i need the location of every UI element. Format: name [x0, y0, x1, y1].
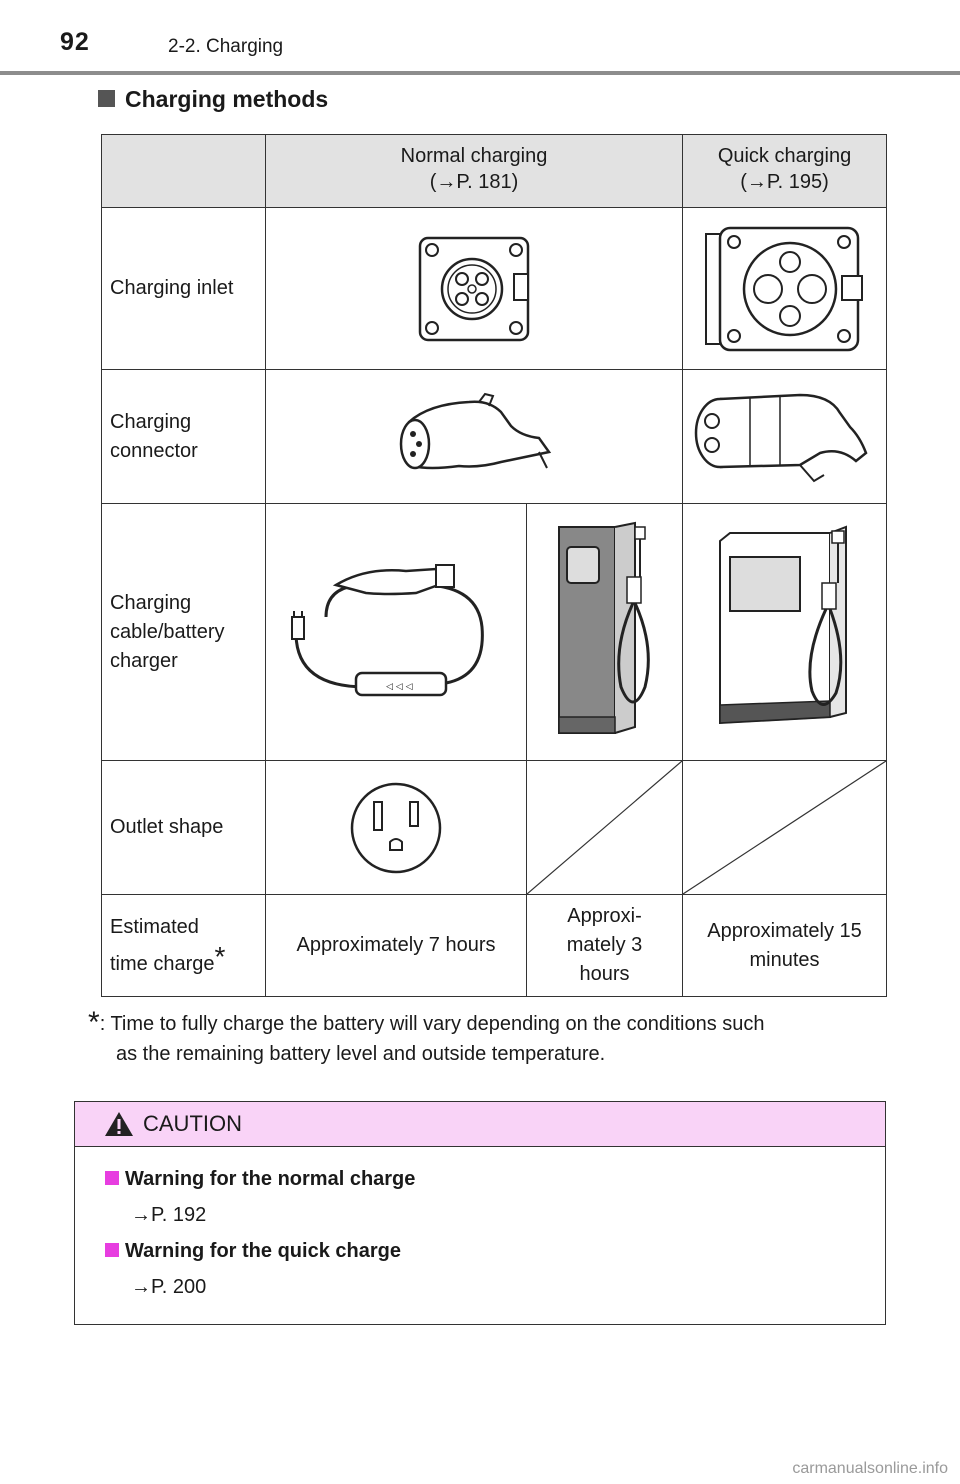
quick-connector-cell	[682, 369, 888, 504]
outlet-na-cell-quick	[682, 760, 888, 895]
table-row-outlet: Outlet shape	[101, 760, 888, 895]
outlet-cell	[265, 760, 527, 895]
row-label-inlet: Charging inlet	[101, 207, 266, 370]
caution-ref-normal: →P. 192	[131, 1204, 207, 1226]
warning-triangle-icon	[105, 1112, 133, 1136]
page-header: 92 2-2. Charging	[0, 0, 960, 76]
caution-box: CAUTION Warning for the normal charge →P…	[74, 1101, 886, 1325]
quick-charger-cell	[682, 503, 888, 761]
header-quick-charging: Quick charging(→P. 195)	[682, 134, 888, 208]
caution-bullet-icon	[105, 1243, 119, 1257]
charging-methods-table: Normal charging(→P. 181) Quick charging(…	[101, 134, 888, 997]
caution-item-normal: Warning for the normal charge	[105, 1168, 415, 1191]
charging-cable-icon: ◁ ◁ ◁	[291, 564, 484, 697]
quick-charging-inlet-icon	[704, 226, 863, 351]
row-label-outlet: Outlet shape	[101, 760, 266, 895]
time-normal-200v: Approximately 7 hours	[265, 894, 527, 997]
table-header-row: Normal charging(→P. 181) Quick charging(…	[101, 134, 888, 208]
section-title: 2-2. Charging	[168, 36, 284, 57]
page-number: 92	[60, 28, 90, 56]
caution-title: CAUTION	[143, 1111, 242, 1136]
footnote: *: Time to fully charge the battery will…	[88, 1006, 765, 1066]
normal-inlet-cell	[264, 207, 684, 370]
header-rule	[0, 71, 960, 75]
caution-bullet-icon	[105, 1171, 119, 1185]
header-empty-cell	[101, 134, 266, 208]
row-label-connector: Charging connector	[101, 369, 266, 504]
watermark: carmanualsonline.info	[792, 1460, 948, 1477]
normal-charger-cell	[525, 503, 684, 761]
section-heading: Charging methods	[98, 86, 328, 113]
header-normal-charging: Normal charging(→P. 181)	[264, 134, 684, 208]
outlet-na-cell-normal	[525, 760, 684, 895]
footnote-marker: *	[214, 940, 226, 972]
table-row-inlet: Charging inlet	[101, 207, 888, 370]
outlet-shape-icon	[350, 782, 442, 873]
quick-charging-connector-icon	[694, 393, 868, 482]
caution-ref-quick: →P. 200	[131, 1276, 207, 1298]
not-applicable-diagonal	[683, 761, 886, 894]
normal-connector-cell	[264, 369, 684, 504]
caution-header: CAUTION	[75, 1102, 885, 1147]
quick-charger-station-icon	[718, 525, 847, 725]
svg-text:◁ ◁ ◁: ◁ ◁ ◁	[386, 682, 413, 692]
table-row-connector: Charging connector	[101, 369, 888, 504]
normal-charger-station-icon	[557, 521, 650, 734]
normal-charging-connector-icon	[399, 392, 552, 469]
caution-item-quick: Warning for the quick charge	[105, 1240, 401, 1263]
normal-cable-cell: ◁ ◁ ◁	[265, 503, 527, 761]
not-applicable-diagonal	[527, 761, 682, 894]
normal-charging-inlet-icon	[418, 236, 530, 341]
heading-bullet-icon	[98, 90, 115, 107]
quick-inlet-cell	[682, 207, 888, 370]
